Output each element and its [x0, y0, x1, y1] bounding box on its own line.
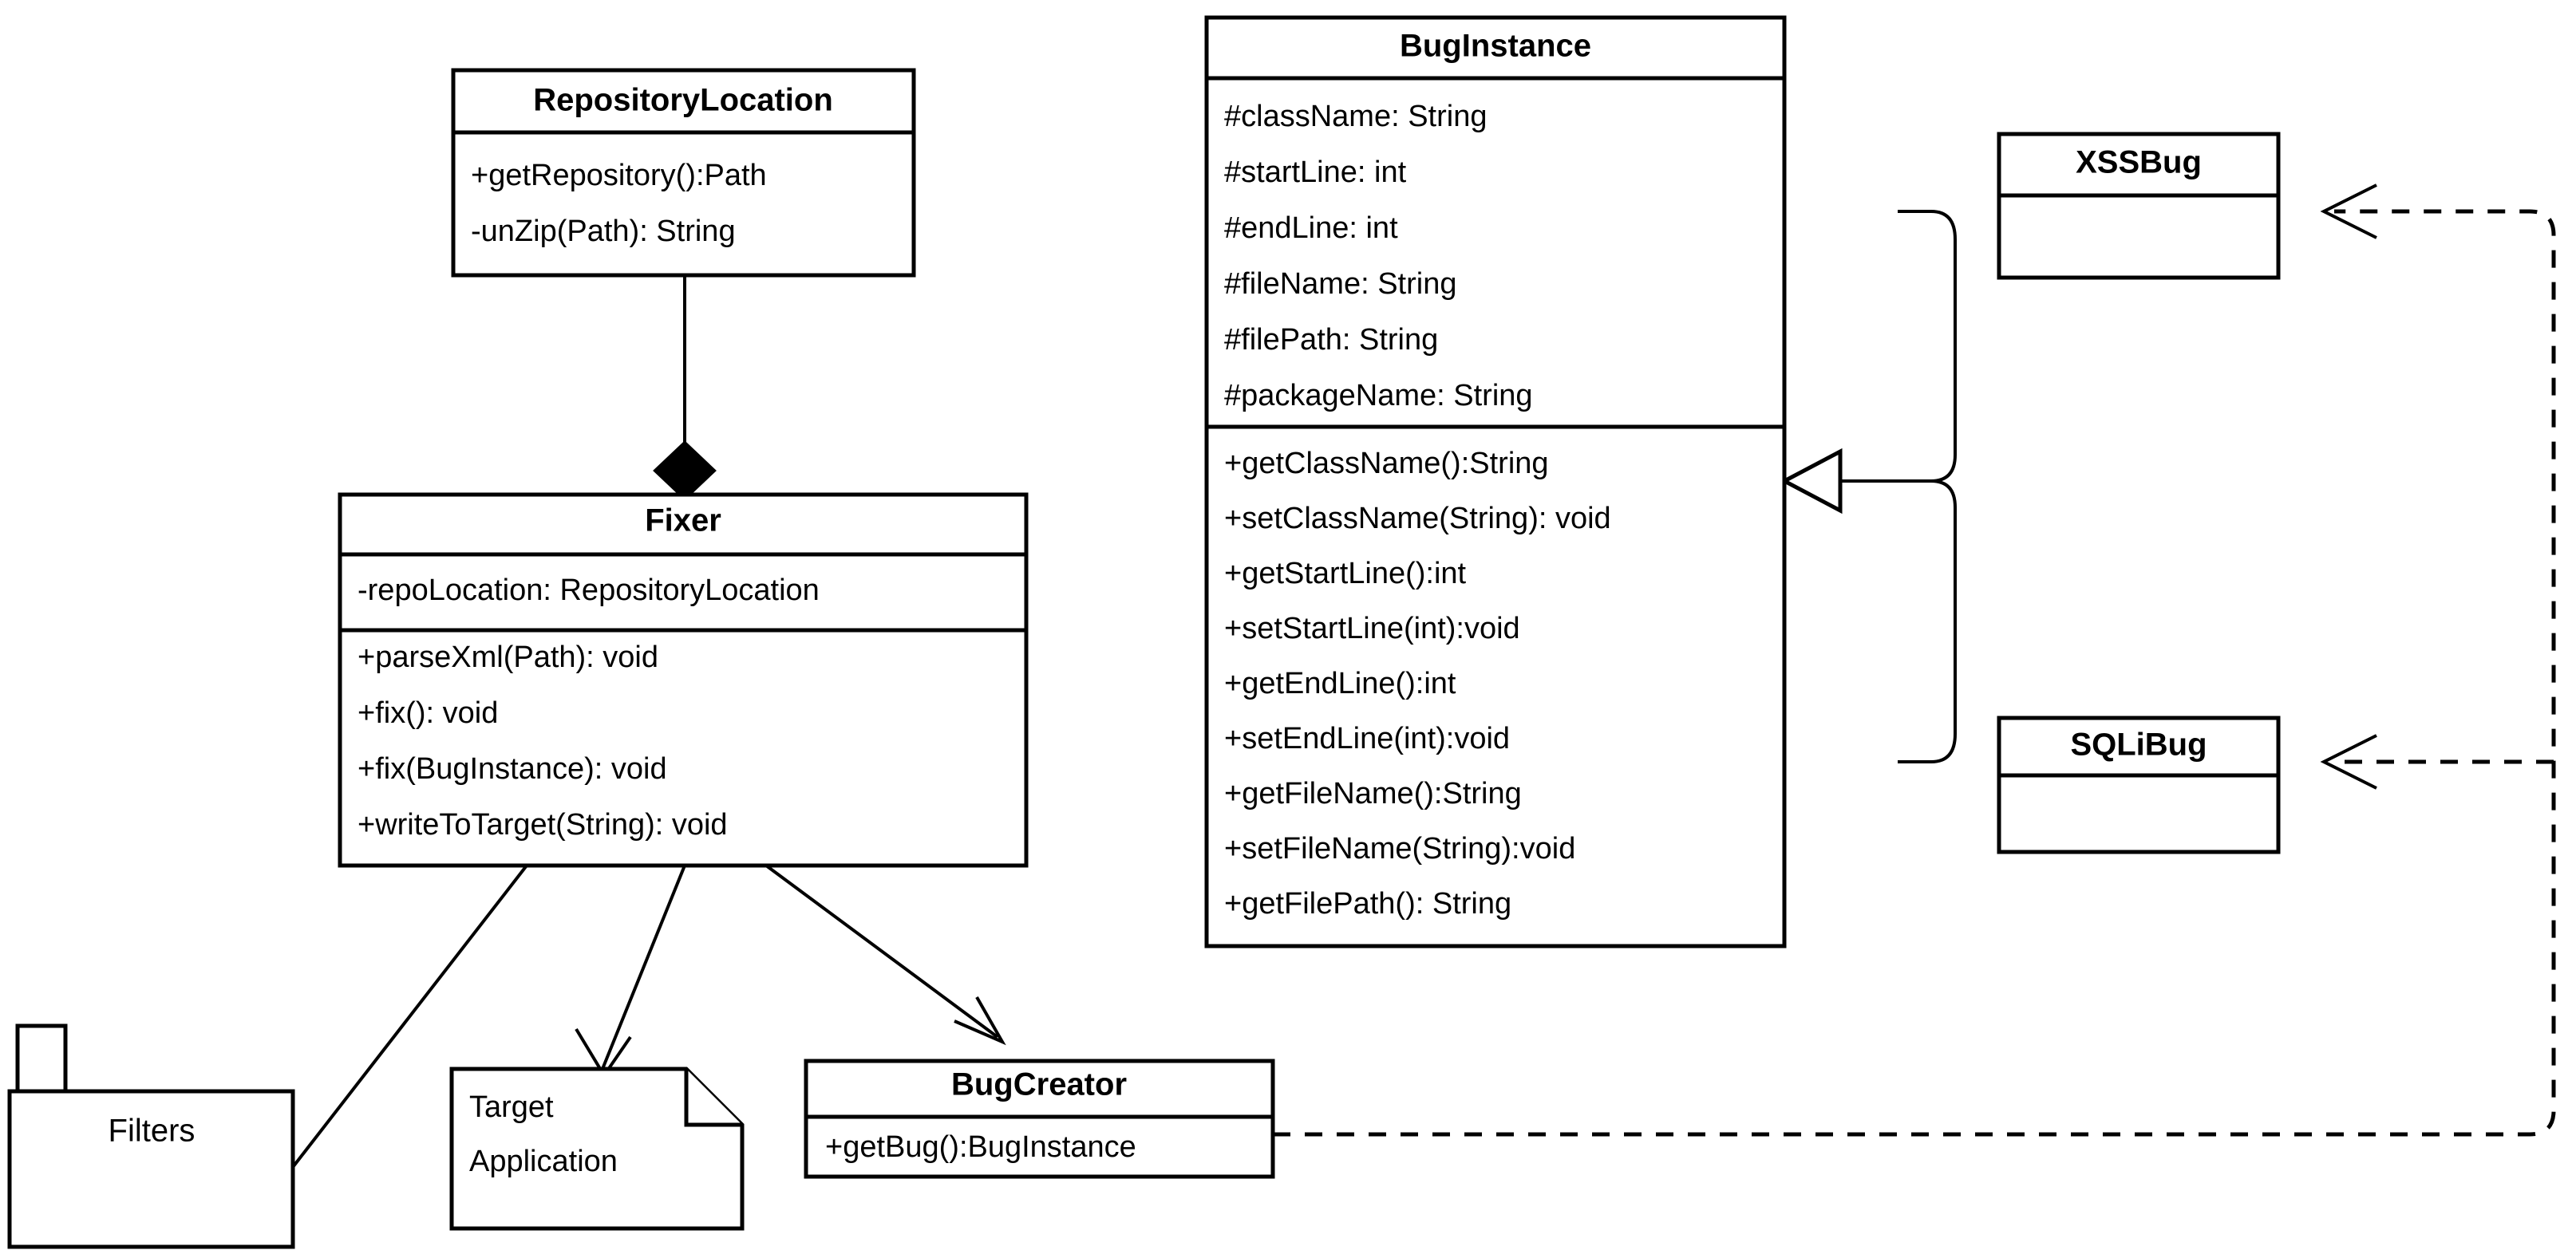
class-box-bug-instance[interactable]: BugInstance #className: String #startLin…: [1204, 15, 1787, 948]
class-member: +getFilePath(): String: [1224, 887, 1511, 921]
class-member: +getClassName():String: [1224, 447, 1549, 480]
class-member: -repoLocation: RepositoryLocation: [358, 574, 820, 607]
edge-dependency-bugcreator-sqlibug: [2320, 734, 2554, 790]
class-member: #className: String: [1224, 100, 1487, 133]
edge-association-fixer-filters: [291, 864, 528, 1169]
class-box-sqli-bug[interactable]: SQLiBug: [1997, 716, 2281, 854]
class-member: #filePath: String: [1224, 323, 1438, 357]
class-member: #startLine: int: [1224, 156, 1407, 189]
class-title-sqli-bug: SQLiBug: [2070, 728, 2207, 763]
class-member: +getStartLine():int: [1224, 557, 1467, 590]
class-member: #packageName: String: [1224, 379, 1533, 412]
class-title-bug-instance: BugInstance: [1400, 29, 1591, 64]
class-member: +getBug():BugInstance: [825, 1130, 1136, 1164]
class-member: +getFileName():String: [1224, 777, 1522, 810]
edge-dependency-fixer-targetapplication: [575, 865, 686, 1079]
edge-generalization-bugs-buginstance: [1780, 210, 1957, 763]
class-member: +parseXml(Path): void: [358, 641, 658, 674]
class-title-bug-creator: BugCreator: [951, 1067, 1127, 1102]
class-member: +getEndLine():int: [1224, 667, 1456, 700]
component-label-filters: Filters: [109, 1114, 196, 1149]
edge-composition-repositorylocation-fixer: [653, 275, 717, 501]
class-box-repository-location[interactable]: RepositoryLocation +getRepository():Path…: [451, 68, 916, 278]
class-member: +setFileName(String):void: [1224, 832, 1575, 866]
note-target-application[interactable]: Target Application: [449, 1067, 745, 1231]
component-filters[interactable]: Filters: [7, 1023, 295, 1249]
edge-dependency-bugcreator-xssbug: [1273, 183, 2556, 1137]
class-member: +writeToTarget(String): void: [358, 808, 728, 842]
class-member: +fix(BugInstance): void: [358, 752, 667, 786]
class-title-fixer: Fixer: [645, 503, 721, 538]
class-member: +fix(): void: [358, 696, 498, 730]
note-line-2: Application: [469, 1145, 618, 1178]
class-box-fixer[interactable]: Fixer -repoLocation: RepositoryLocation …: [338, 492, 1029, 868]
class-member: +setClassName(String): void: [1224, 502, 1611, 535]
class-member: +setEndLine(int):void: [1224, 722, 1510, 755]
note-line-1: Target: [469, 1090, 554, 1124]
class-member: #fileName: String: [1224, 267, 1456, 301]
class-box-bug-creator[interactable]: BugCreator +getBug():BugInstance: [804, 1059, 1275, 1179]
class-member: #endLine: int: [1224, 211, 1398, 245]
class-title-repository-location: RepositoryLocation: [533, 83, 833, 118]
edge-dependency-fixer-bugcreator: [765, 864, 1006, 1046]
class-title-xss-bug: XSSBug: [2076, 145, 2202, 180]
class-box-xss-bug[interactable]: XSSBug: [1997, 132, 2281, 280]
class-member: +getRepository():Path: [471, 159, 767, 192]
class-member: -unZip(Path): String: [471, 215, 736, 248]
class-member: +setStartLine(int):void: [1224, 612, 1520, 645]
